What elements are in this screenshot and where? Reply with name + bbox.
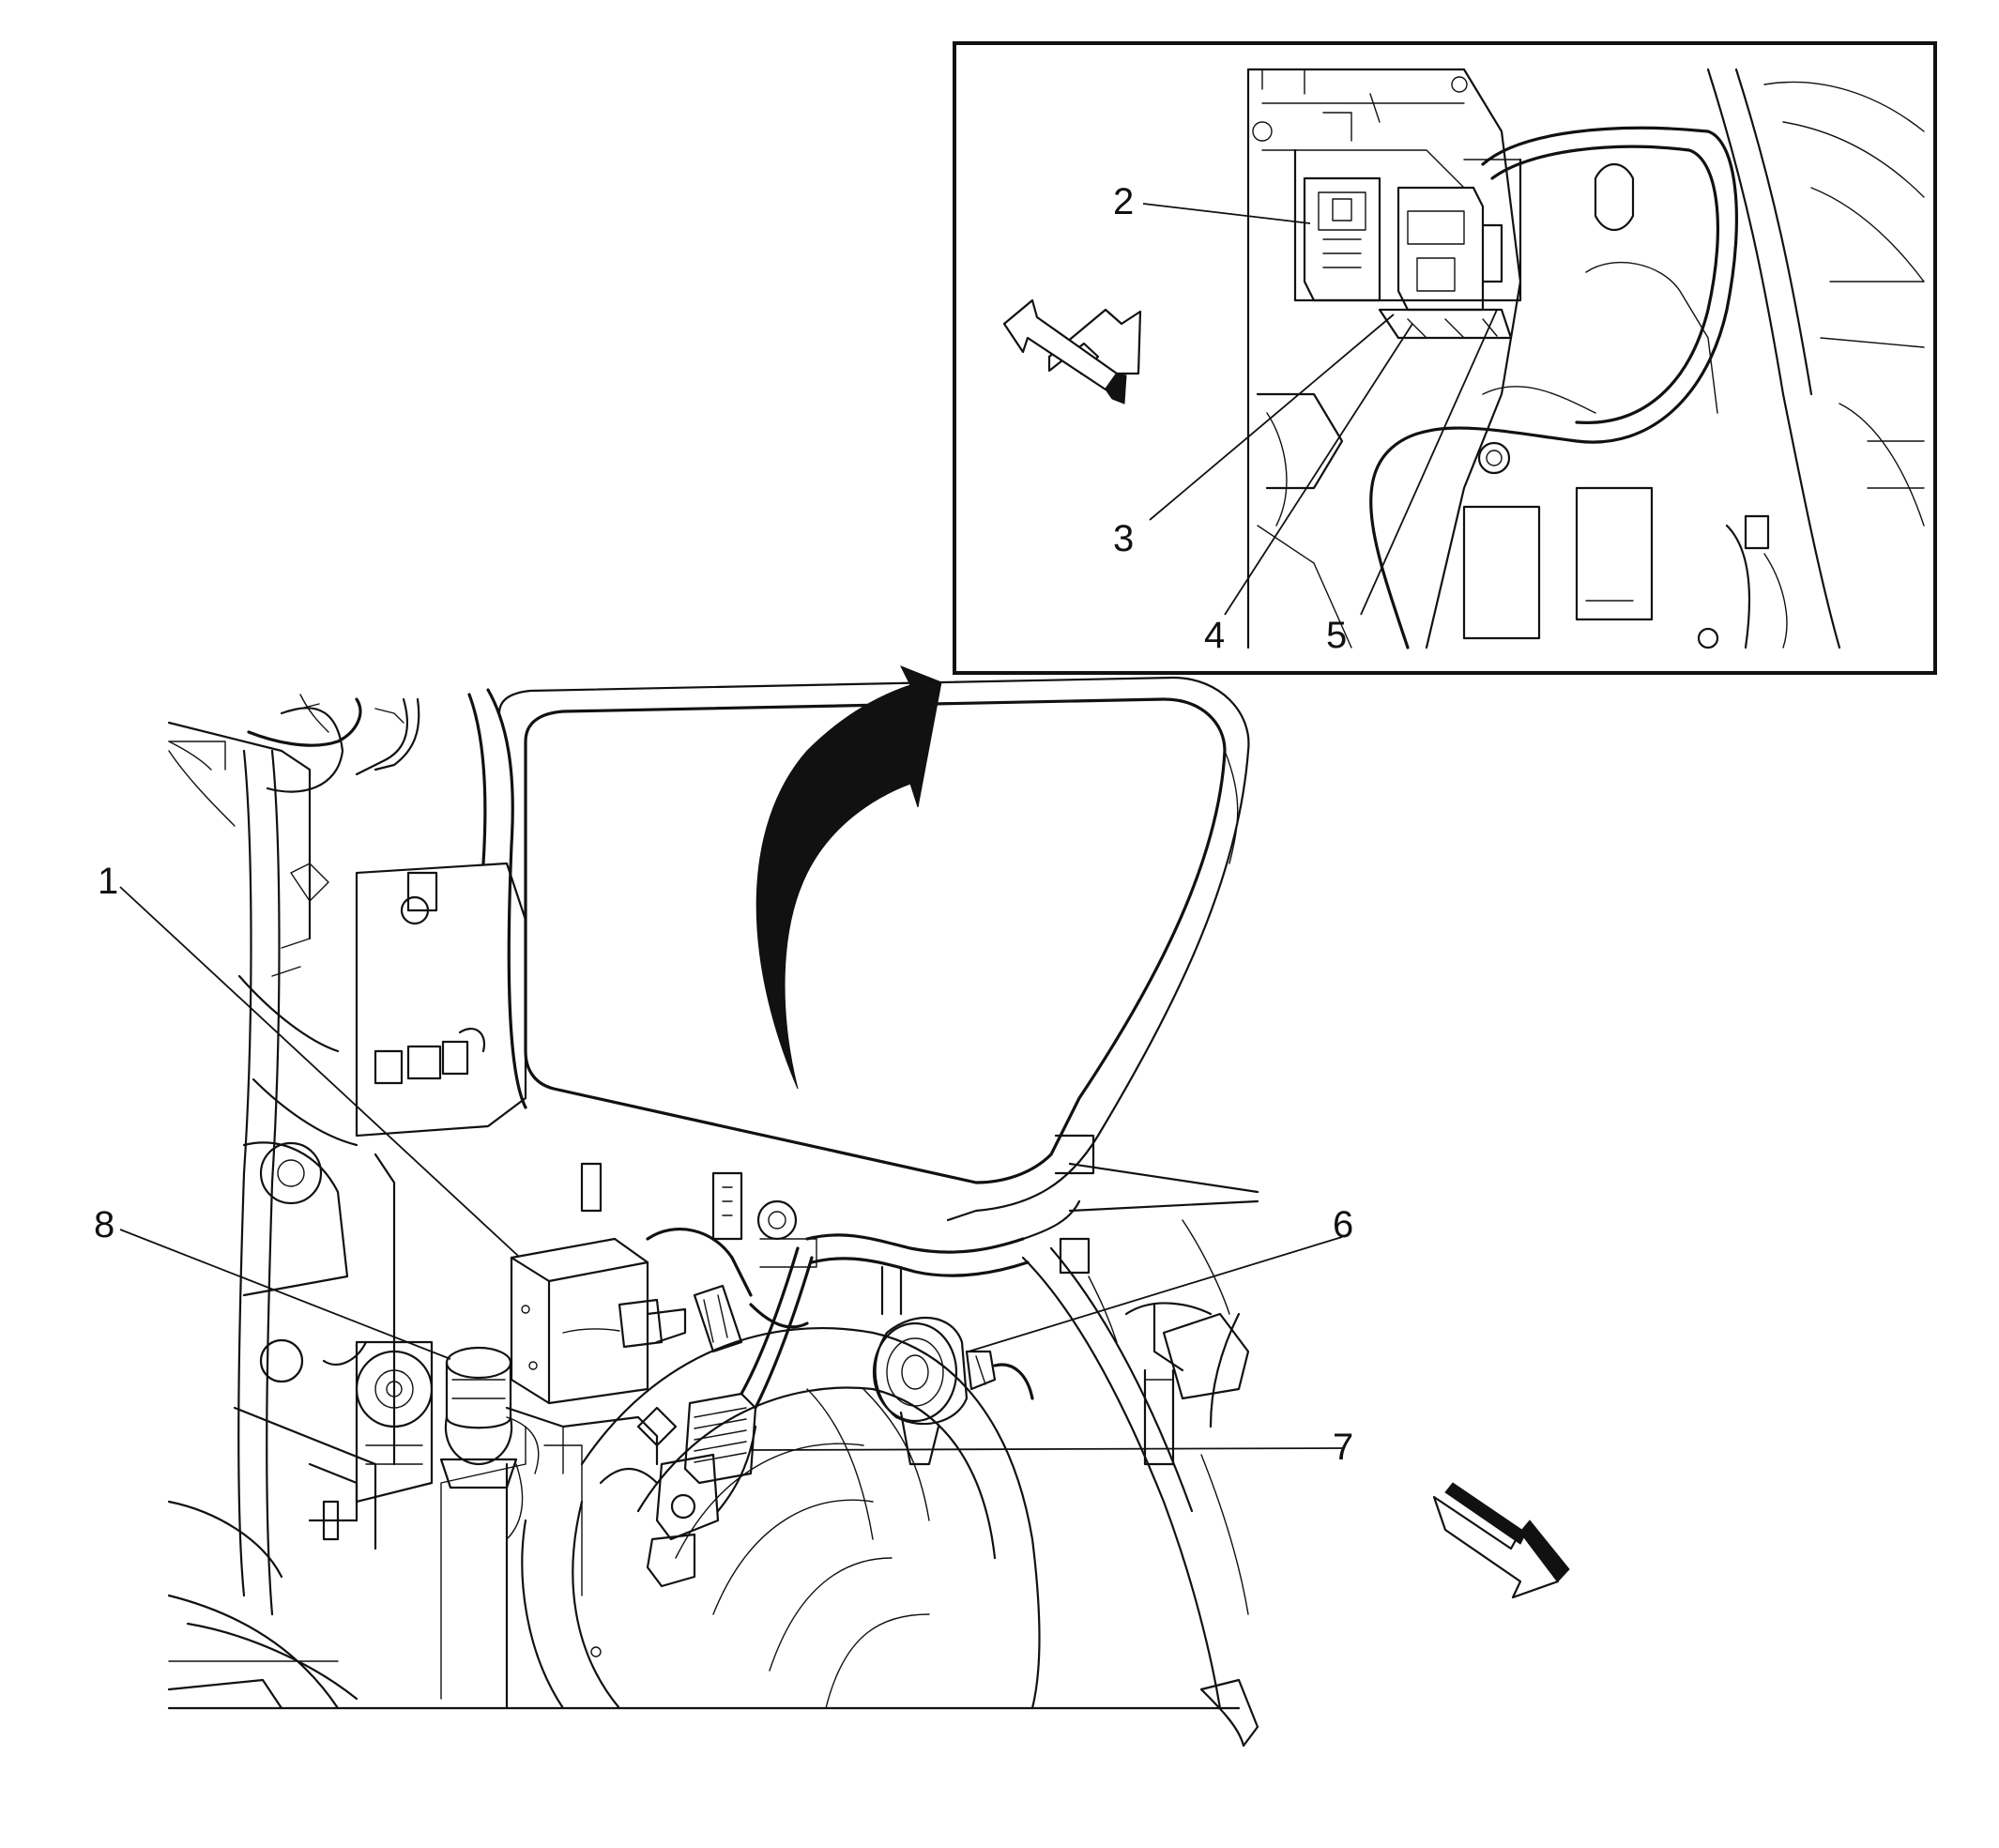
body-structure: [167, 688, 621, 1710]
callout-2: 2: [1113, 181, 1134, 222]
floor-harness: [805, 1199, 1081, 1316]
callout-5: 5: [1326, 615, 1347, 656]
main-view: 1 8 6 7: [94, 676, 1570, 1748]
inset-leaders: [1142, 203, 1498, 616]
actuator-item-8: [308, 1340, 540, 1541]
arrow-up-left-icon: [1002, 298, 1142, 405]
inset-control-modules: [1303, 176, 1513, 340]
arrow-down-right-icon: [1432, 1482, 1570, 1599]
callout-6: 6: [1333, 1204, 1353, 1245]
window-opening: [497, 676, 1250, 1222]
wheelhouse: [167, 1162, 1259, 1748]
module-item-1: [505, 1162, 809, 1485]
upper-harness: [168, 697, 420, 1147]
callout-3: 3: [1113, 518, 1134, 559]
callout-4: 4: [1204, 615, 1225, 656]
callout-8: 8: [94, 1204, 114, 1245]
callout-1: 1: [98, 861, 118, 902]
curved-arrow-icon: [755, 665, 942, 1090]
inset-body-structure: [1246, 68, 1925, 649]
callout-7: 7: [1333, 1427, 1353, 1468]
inset-detail-view: 2 3 4 5: [953, 41, 1937, 675]
speaker-item-6: [872, 1316, 1034, 1466]
connector-item-7: [646, 1238, 817, 1588]
main-leaders: [119, 886, 1343, 1451]
